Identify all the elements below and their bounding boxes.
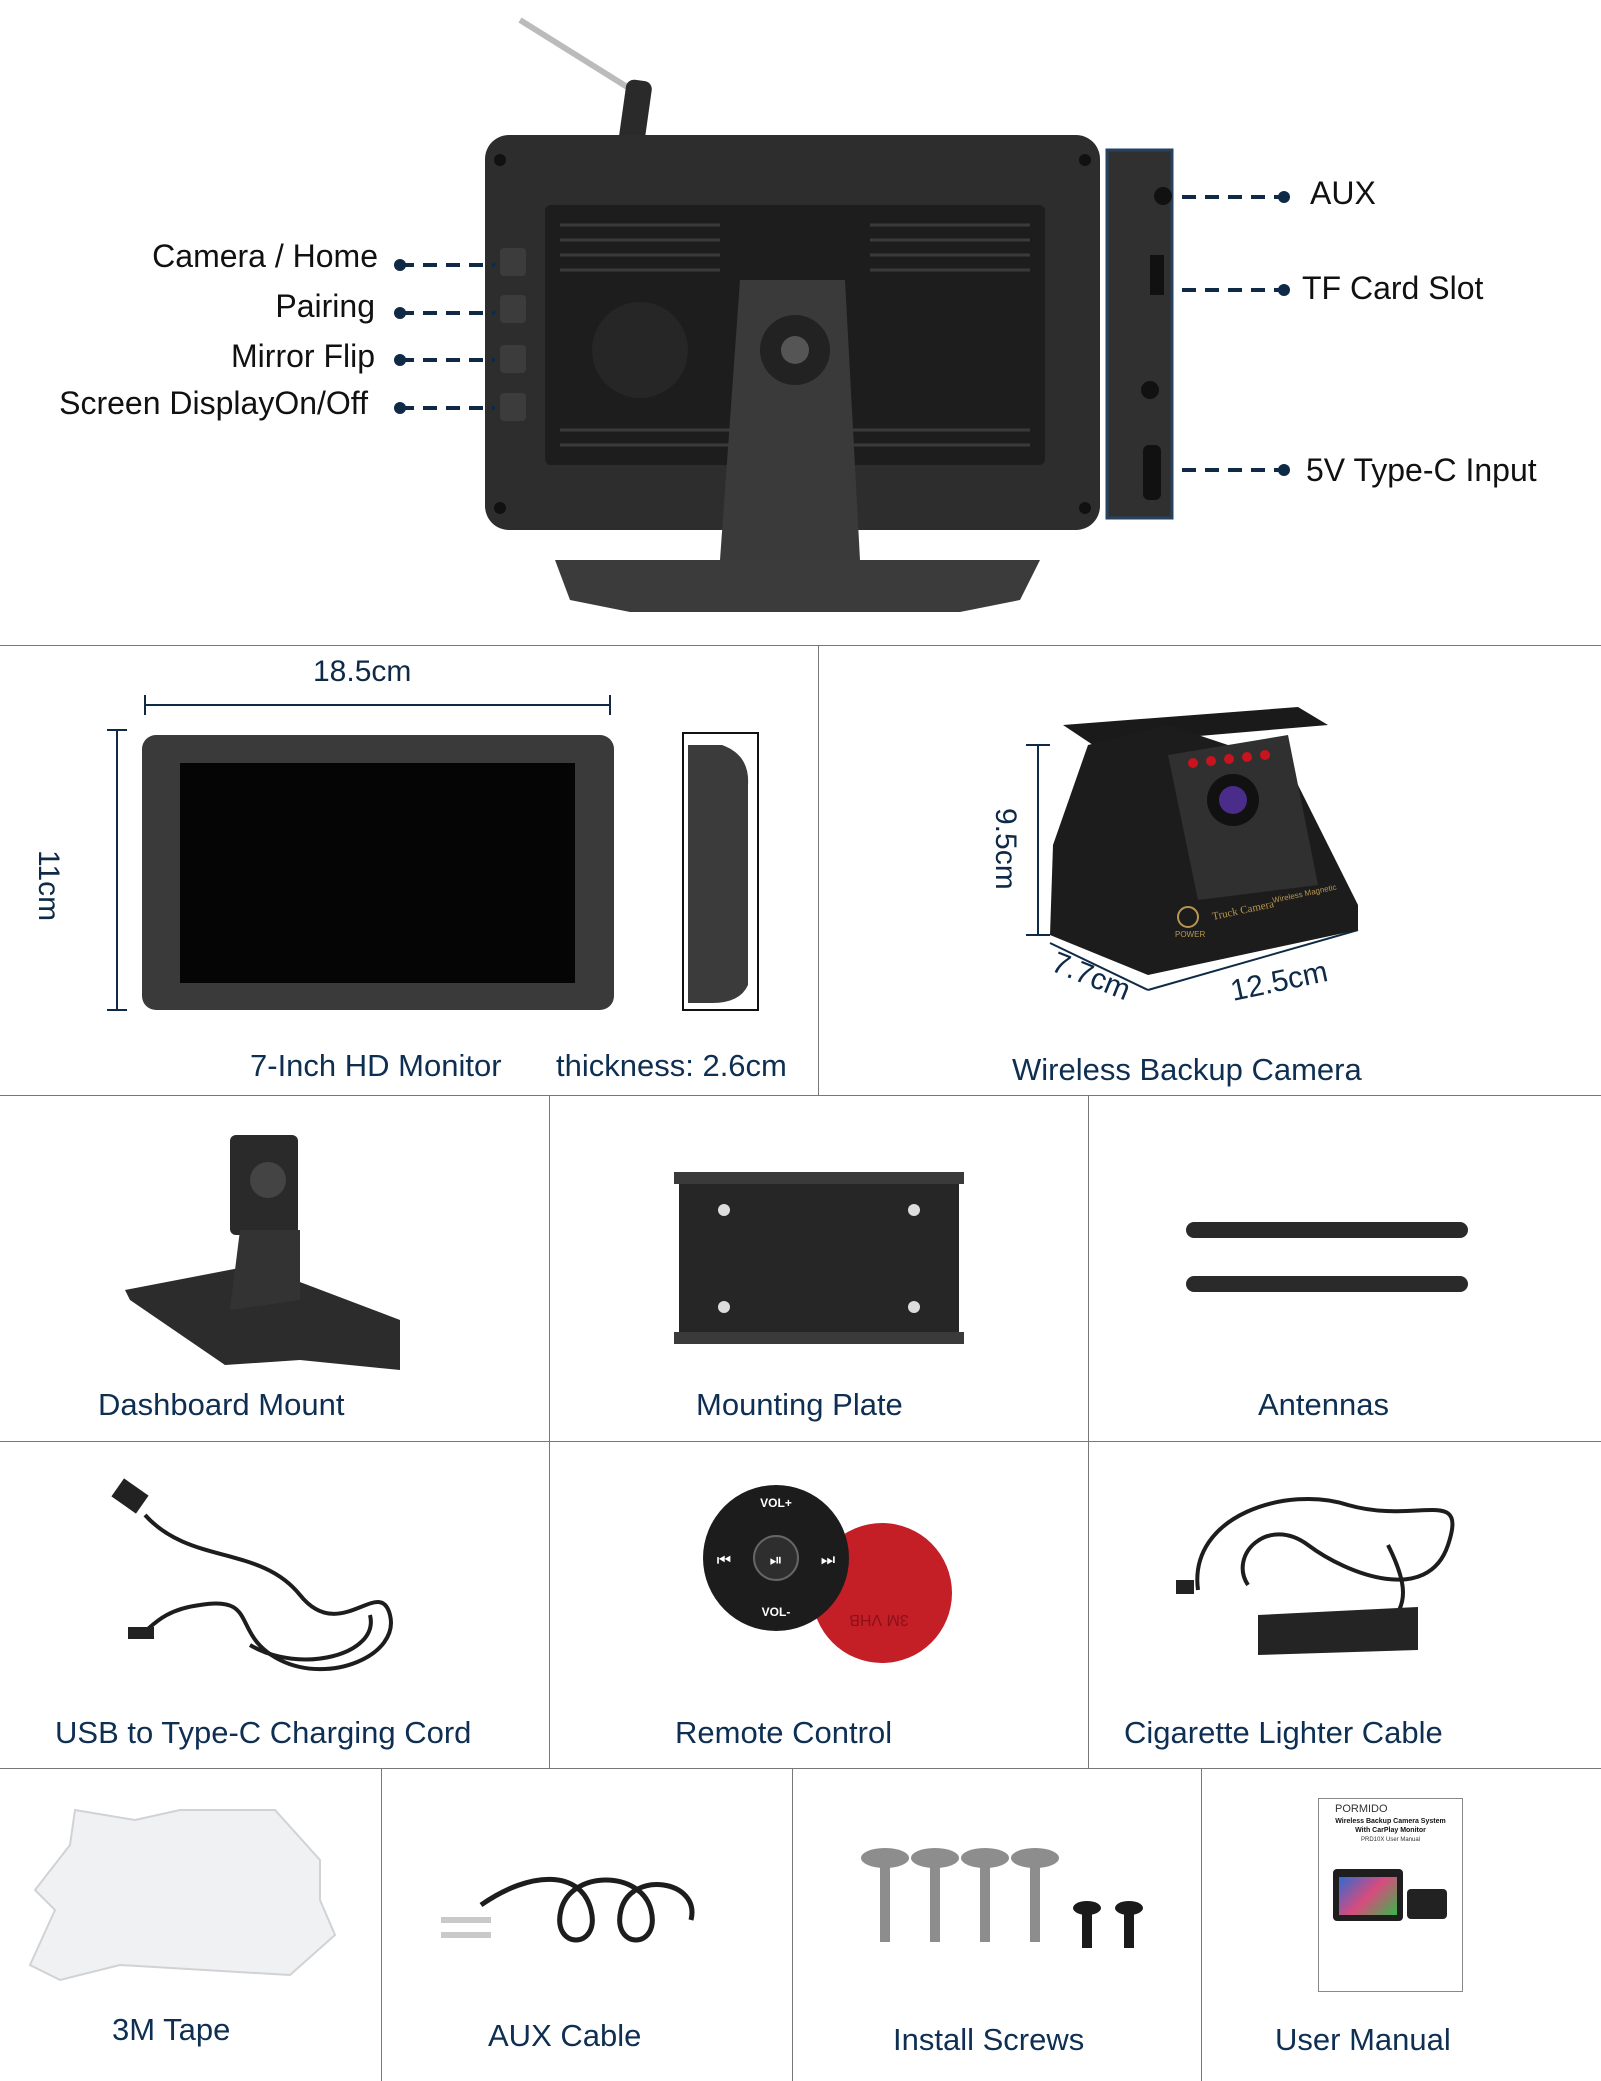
monitor-thickness: thickness: 2.6cm <box>556 1048 787 1083</box>
svg-text:⏮: ⏮ <box>717 1550 731 1569</box>
antennas-caption: Antennas <box>1258 1387 1389 1422</box>
monitor-back-image <box>394 17 1290 612</box>
user-manual-image: PORMIDO Wireless Backup Camera System Wi… <box>1318 1798 1463 1992</box>
monitor-width-dim: 18.5cm <box>313 655 412 688</box>
cig-lighter-image <box>1176 1496 1455 1655</box>
screws-caption: Install Screws <box>893 2022 1085 2057</box>
aux-label: AUX <box>1310 175 1376 211</box>
dashboard-mount-caption: Dashboard Mount <box>98 1387 345 1422</box>
manual-brand: PORMIDO <box>1335 1803 1388 1815</box>
vol-down-label: VOL- <box>762 1605 791 1619</box>
divider <box>1088 1095 1089 1768</box>
tape-caption: 3M Tape <box>112 2012 231 2047</box>
tape-image <box>28 1808 337 1982</box>
camera-caption: Wireless Backup Camera <box>1012 1052 1362 1087</box>
camera-home-label: Camera / Home <box>152 238 378 274</box>
svg-text:⏭: ⏭ <box>821 1550 835 1569</box>
backup-camera-image: Truck Camera Wireless Magnetic POWER <box>1026 707 1359 991</box>
divider <box>0 645 1601 646</box>
usb-cord-image <box>111 1478 393 1672</box>
cig-lighter-caption: Cigarette Lighter Cable <box>1124 1715 1443 1750</box>
mirror-flip-label: Mirror Flip <box>231 338 375 374</box>
screen-display-label: Screen DisplayOn/Off <box>59 385 368 421</box>
remote-control-image: ⏯ ⏮ ⏭ VOL+ VOL- 3M VHB <box>703 1485 952 1663</box>
remote-caption: Remote Control <box>675 1715 893 1750</box>
aux-cable-image <box>441 1876 695 1943</box>
manual-title: Wireless Backup Camera System With CarPl… <box>1335 1818 1446 1834</box>
divider <box>0 1441 1601 1442</box>
aux-cable-caption: AUX Cable <box>488 2018 642 2053</box>
divider <box>381 1768 382 2081</box>
divider <box>1201 1768 1202 2081</box>
divider <box>0 1768 1601 1769</box>
divider <box>549 1095 550 1768</box>
usb-cord-caption: USB to Type-C Charging Cord <box>55 1715 472 1750</box>
svg-text:⏯: ⏯ <box>770 1550 783 1569</box>
monitor-front-image <box>107 695 759 1011</box>
manual-subtitle: PRD10X User Manual <box>1360 1837 1421 1843</box>
camera-height-dim: 9.5cm <box>989 808 1022 890</box>
screws-image <box>861 1848 1143 1948</box>
mounting-plate-caption: Mounting Plate <box>696 1387 903 1422</box>
tf-card-label: TF Card Slot <box>1302 270 1484 306</box>
pairing-label: Pairing <box>275 288 375 324</box>
sticker-text: 3M VHB <box>849 1611 909 1628</box>
camera-logo-text: POWER <box>1175 930 1205 939</box>
dashboard-mount-image <box>125 1135 400 1370</box>
vol-up-label: VOL+ <box>760 1496 792 1510</box>
user-manual-caption: User Manual <box>1275 2022 1451 2057</box>
type-c-input-label: 5V Type-C Input <box>1306 452 1537 488</box>
monitor-height-dim: 11cm <box>32 850 65 922</box>
divider <box>818 645 819 1095</box>
mounting-plate-image <box>674 1172 964 1344</box>
divider <box>0 1095 1601 1096</box>
antennas-image <box>1186 1222 1468 1292</box>
monitor-caption: 7-Inch HD Monitor <box>250 1048 502 1083</box>
divider <box>792 1768 793 2081</box>
